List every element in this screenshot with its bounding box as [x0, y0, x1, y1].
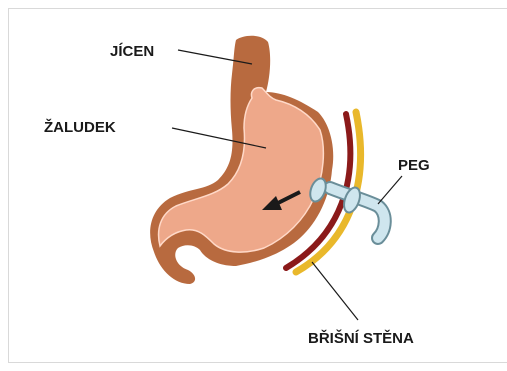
label-stomach: ŽALUDEK	[44, 118, 116, 136]
leader-line-wall	[312, 262, 358, 320]
label-esophagus: JÍCEN	[110, 43, 154, 60]
label-peg: PEG	[398, 157, 430, 174]
leader-line-peg	[378, 176, 402, 204]
label-abdominal-wall: BŘIŠNÍ STĚNA	[308, 329, 414, 347]
